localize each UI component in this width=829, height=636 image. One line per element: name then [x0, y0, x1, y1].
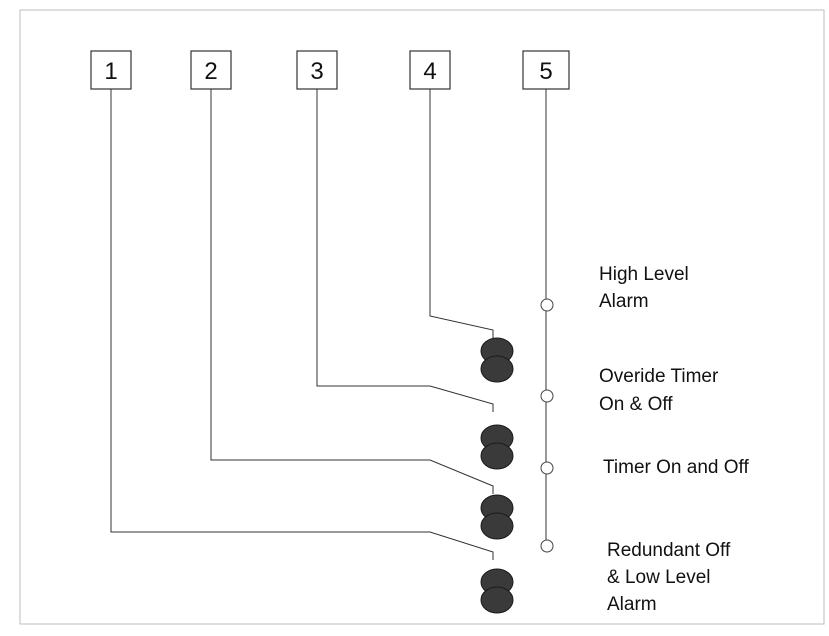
- wire-terminal-3: [316, 89, 494, 412]
- float-4: [480, 337, 514, 383]
- terminal-5: 5: [522, 50, 570, 90]
- label-override-timer-line1: Overide Timer: [599, 366, 719, 387]
- label-redundant-line1: Redundant Off: [607, 540, 731, 561]
- terminal-4-label: 4: [423, 58, 436, 85]
- wire-terminal-4: [429, 89, 494, 338]
- terminal-2: 2: [190, 50, 232, 90]
- terminal-1: 1: [90, 50, 132, 90]
- switch-point-timer: [540, 461, 554, 475]
- terminal-2-label: 2: [204, 58, 217, 85]
- wire-terminal-2: [210, 89, 494, 494]
- terminal-4: 4: [409, 50, 451, 90]
- terminal-1-label: 1: [104, 58, 117, 85]
- label-redundant-line2: & Low Level: [607, 567, 711, 588]
- terminal-3-label: 3: [310, 58, 323, 85]
- switch-point-override-timer: [540, 389, 554, 403]
- terminal-3: 3: [296, 50, 338, 90]
- label-redundant-line3: Alarm: [607, 594, 657, 615]
- wire-terminal-1: [110, 89, 494, 560]
- float-1: [480, 568, 514, 614]
- switch-point-redundant: [540, 539, 554, 553]
- label-high-level-line1: High Level: [599, 264, 689, 285]
- float-2: [480, 494, 514, 540]
- label-high-level-line2: Alarm: [599, 291, 649, 312]
- label-timer-on-off: Timer On and Off: [603, 457, 749, 478]
- switch-point-high-level: [540, 298, 554, 312]
- diagram-frame: [19, 9, 825, 625]
- float-3: [480, 424, 514, 470]
- label-override-timer-line2: On & Off: [599, 394, 673, 415]
- terminal-5-label: 5: [539, 58, 552, 85]
